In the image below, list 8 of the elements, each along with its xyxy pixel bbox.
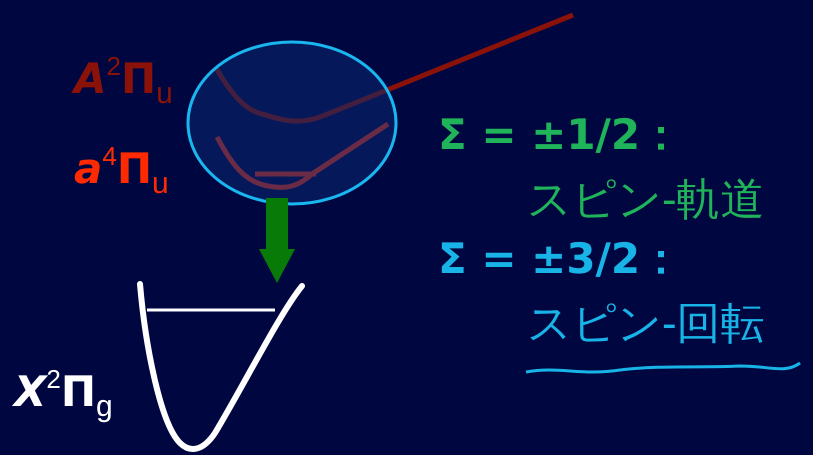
highlight-ellipse — [186, 40, 398, 206]
description-text: スピン-軌道 — [527, 178, 765, 222]
state-label: a$^{4}$Π$_{u}$ — [74, 143, 169, 199]
arrow — [259, 198, 295, 283]
equation-text: Σ = ±1/2： — [438, 114, 682, 156]
state-label: X$^{2}$Π$_{g}$ — [14, 366, 113, 422]
equation-text: Σ = ±3/2： — [438, 238, 682, 280]
description-text: スピン-回転 — [527, 302, 765, 346]
